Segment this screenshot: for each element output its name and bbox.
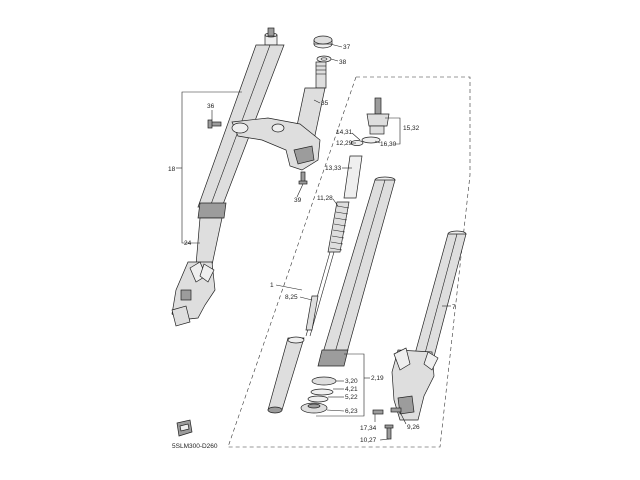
fork-oil-seal-tag-icon [176,419,193,437]
callout-38: 38 [339,59,347,66]
callout-4-21: 4,21 [345,386,358,393]
callout-10-27: 10,27 [360,437,377,444]
callout-7: 7 [452,304,456,311]
callout-35: 35 [321,100,329,107]
callout-5-22: 5,22 [345,394,358,401]
callout-2-19: 2,19 [371,375,384,382]
callout-3-20: 3,20 [345,378,358,385]
callout-39: 39 [294,197,302,204]
callout-11-28: 11,28 [317,195,333,202]
callout-15-32: 15,32 [403,125,420,132]
callout-36: 36 [207,103,215,110]
callout-6-23: 6,23 [345,408,358,415]
callout-14-31: 14,31 [336,129,353,136]
callout-9-26: 9,26 [407,424,420,431]
callout-12-29: 12,29 [336,140,353,147]
diagram-code: 5SLM300-D260 [172,443,218,450]
exploded-view-boundary [227,76,471,448]
callout-17-34: 17,34 [360,425,377,432]
leader-lines [176,43,451,441]
callout-16-30: 16,30 [380,141,397,148]
damper-cartridge [267,97,390,414]
callout-labels: 37 38 35 36 18 39 24 1 8,25 14,31 12,29 … [168,44,456,444]
steering-stem-assembly [207,35,333,185]
inner-tube-slider [372,230,467,440]
callout-13-33: 13,33 [325,165,342,172]
left-fork-assembly [171,27,285,327]
callout-24: 24 [184,240,192,247]
callout-8-25: 8,25 [285,294,298,301]
callout-18: 18 [168,166,176,173]
outer-tube [300,176,396,414]
callout-1: 1 [270,282,274,289]
callout-37: 37 [343,44,351,51]
